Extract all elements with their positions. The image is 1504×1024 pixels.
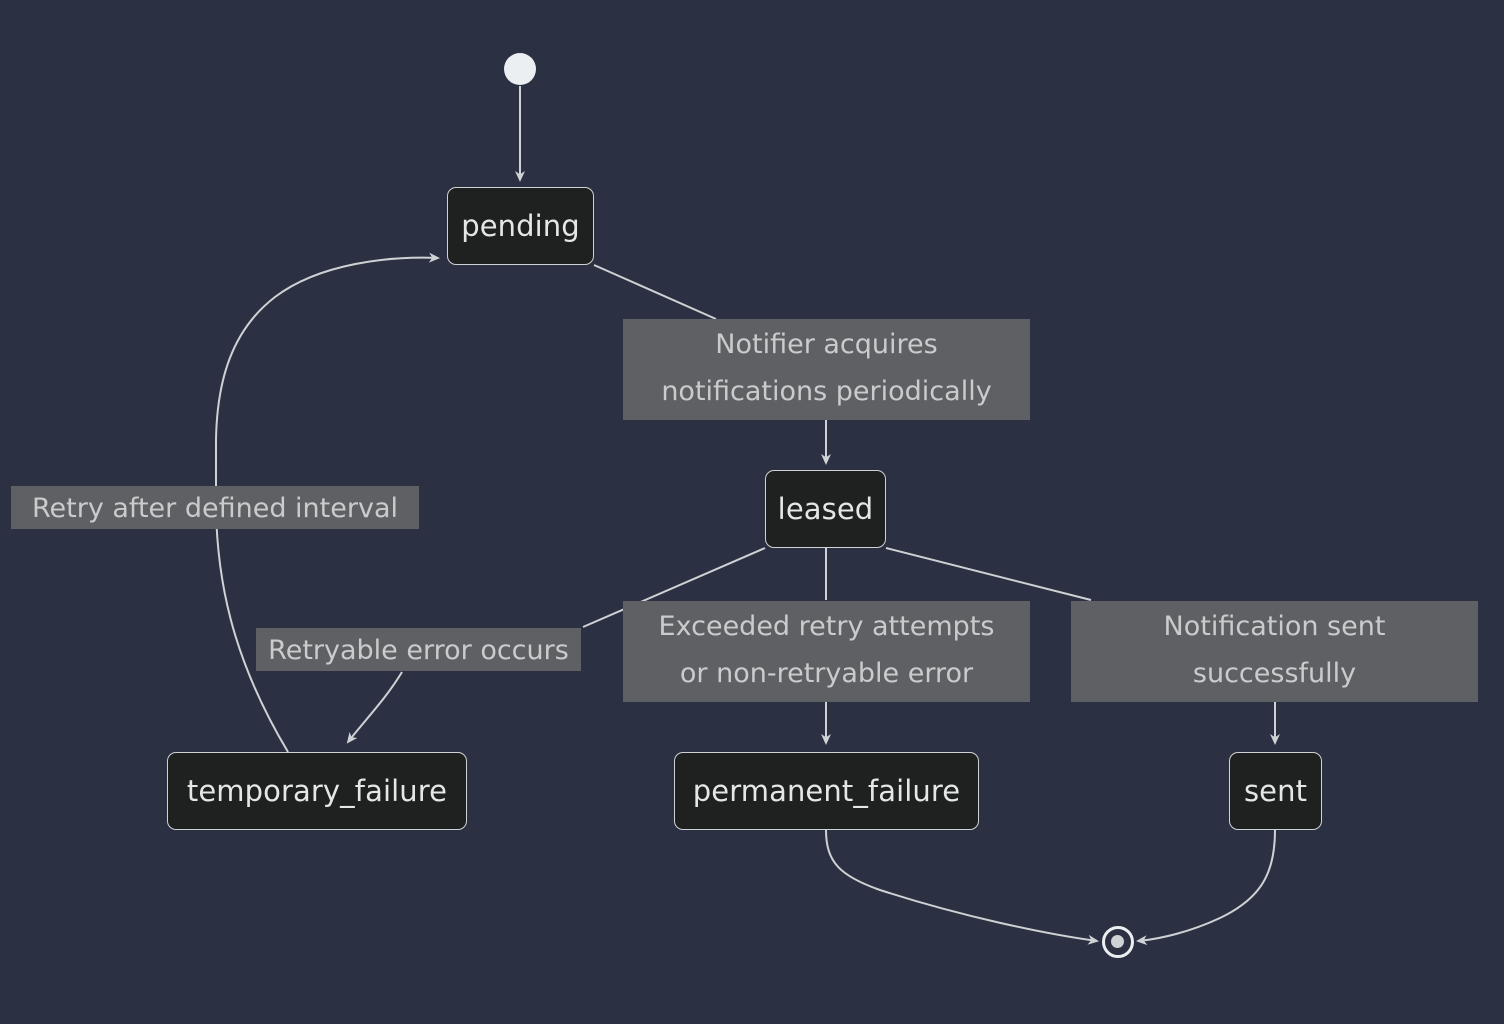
state-label-permanent-failure: permanent_failure	[692, 774, 961, 808]
state-label-temporary-failure: temporary_failure	[186, 774, 448, 808]
start-state-node[interactable]	[504, 53, 536, 85]
state-node-permanent-failure[interactable]: permanent_failure	[674, 752, 979, 830]
edge-label-retry-interval: Retry after defined interval	[11, 486, 419, 529]
state-label-leased: leased	[777, 492, 874, 526]
state-label-pending: pending	[461, 209, 580, 243]
end-state-node[interactable]	[1102, 926, 1134, 958]
edge-label-retryable-error: Retryable error occurs	[256, 628, 581, 671]
end-state-inner-dot	[1111, 935, 1124, 948]
state-node-temporary-failure[interactable]: temporary_failure	[167, 752, 467, 830]
state-node-leased[interactable]: leased	[765, 470, 886, 548]
edge-retryable-to-temporary-failure	[346, 671, 403, 744]
edge-permanent-failure-to-end	[825, 829, 1099, 945]
edge-leased-to-sent-label	[885, 547, 1092, 601]
edge-label-acquire: Notifier acquires notifications periodic…	[623, 319, 1030, 420]
edge-sent-to-end	[1136, 829, 1276, 946]
edge-pending-to-leased	[593, 264, 717, 320]
state-label-sent: sent	[1243, 774, 1308, 808]
state-node-pending[interactable]: pending	[447, 187, 594, 265]
edge-label-exceeded-retries: Exceeded retry attempts or non-retryable…	[623, 601, 1030, 702]
state-node-sent[interactable]: sent	[1229, 752, 1322, 830]
edge-label-sent-successfully: Notification sent successfully	[1071, 601, 1478, 702]
